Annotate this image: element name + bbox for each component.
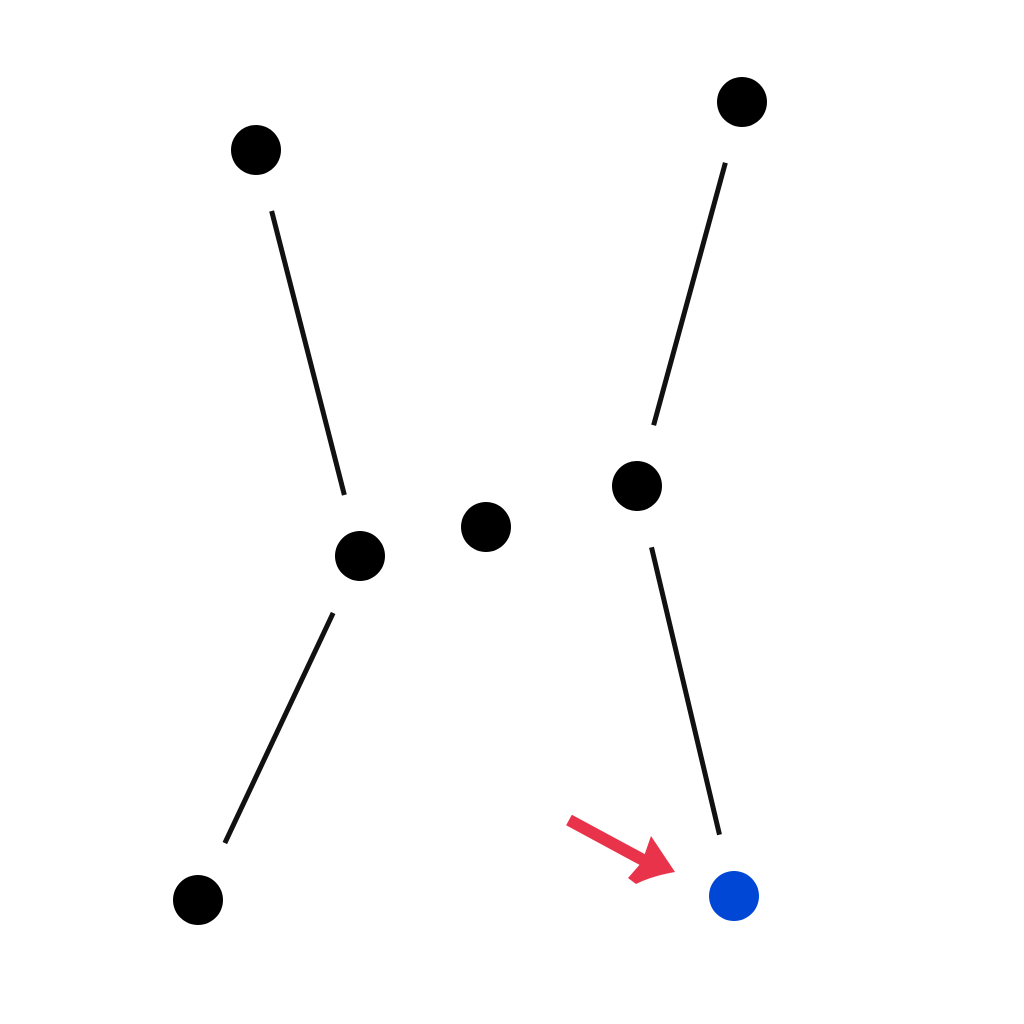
node-middle-right	[612, 461, 662, 511]
edge-middle-right-to-bottom-right	[649, 546, 722, 836]
node-middle-center	[461, 502, 511, 552]
node-top-left	[231, 125, 281, 175]
node-bottom-right-highlighted	[709, 871, 759, 921]
arrow-icon	[566, 814, 675, 884]
arrow-head	[628, 836, 675, 884]
edge-middle-left-to-bottom-left	[222, 611, 336, 845]
node-top-right	[717, 77, 767, 127]
node-middle-left	[335, 531, 385, 581]
edge-top-left-to-middle-left	[269, 210, 347, 496]
arrow-shaft	[566, 814, 648, 867]
node-bottom-left	[173, 875, 223, 925]
edge-top-right-to-middle-right	[651, 162, 728, 426]
nodes-layer	[173, 77, 767, 925]
edges-layer	[222, 162, 728, 845]
pointer-layer	[566, 814, 675, 884]
